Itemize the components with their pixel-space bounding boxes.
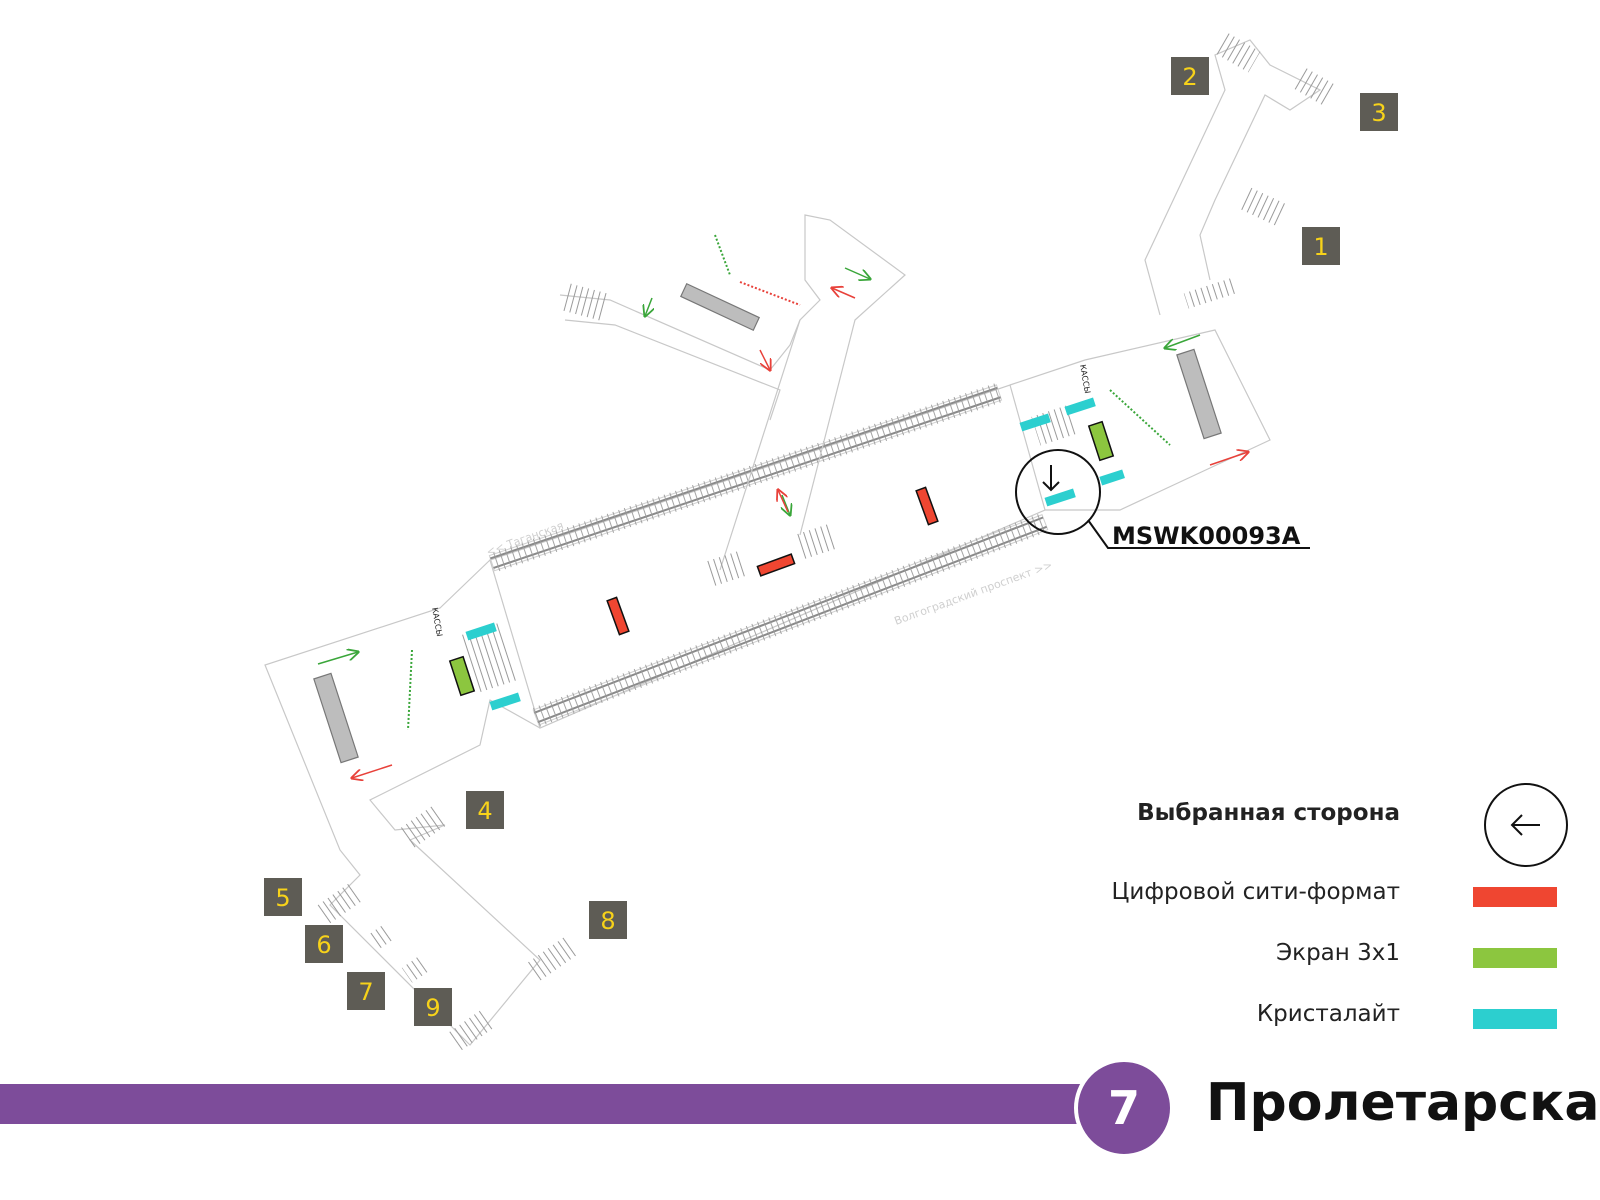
legend-selected-side: Выбранная сторона: [1137, 800, 1400, 826]
svg-text:7: 7: [358, 978, 373, 1006]
arrow-left-icon: [1484, 783, 1568, 867]
vestibule-west: [264, 559, 577, 1053]
svg-text:9: 9: [425, 994, 440, 1022]
legend-label-city-format: Цифровой сити-формат: [1111, 879, 1400, 905]
exit-3[interactable]: 3: [1360, 93, 1398, 131]
track-south: [532, 512, 1049, 727]
svg-text:1: 1: [1313, 233, 1328, 261]
line-number: 7: [1107, 1081, 1140, 1135]
svg-text:3: 3: [1371, 99, 1386, 127]
kassy-west: КАССЫ: [430, 607, 444, 638]
kassy-east: КАССЫ: [1078, 364, 1092, 395]
legend-swatch-screen: [1473, 948, 1557, 968]
legend-label-screen: Экран 3х1: [1276, 940, 1400, 966]
exit-1[interactable]: 1: [1302, 227, 1340, 265]
exit-7[interactable]: 7: [347, 972, 385, 1010]
legend-swatch-city-format: [1473, 887, 1557, 907]
exit-4[interactable]: 4: [466, 791, 504, 829]
exit-2[interactable]: 2: [1171, 57, 1209, 95]
exit-6[interactable]: 6: [305, 925, 343, 963]
exit-5[interactable]: 5: [264, 878, 302, 916]
ad-screen-3x1: [448, 420, 1115, 697]
station-name: Пролетарская: [1206, 1073, 1600, 1133]
svg-text:6: 6: [316, 931, 331, 959]
selected-marker[interactable]: MSWK00093A: [1015, 449, 1310, 550]
svg-text:8: 8: [600, 907, 615, 935]
legend-swatch-crystalite: [1473, 1009, 1557, 1029]
legend-label-crystalite: Кристалайт: [1256, 1001, 1400, 1027]
exit-9[interactable]: 9: [414, 988, 452, 1026]
ad-crystalite: [465, 397, 1125, 711]
exits: 1 2 3 4 5 6 7 8 9: [264, 57, 1398, 1026]
line-badge: 7: [1074, 1058, 1174, 1158]
selected-code: MSWK00093A: [1112, 522, 1301, 550]
svg-text:2: 2: [1182, 63, 1197, 91]
passage-north: [559, 214, 906, 586]
svg-text:4: 4: [477, 797, 492, 825]
svg-text:5: 5: [275, 884, 290, 912]
metro-line-bar: [0, 1084, 1090, 1124]
ad-city-format: [606, 486, 939, 636]
vestibule-east: [1009, 31, 1338, 511]
exit-8[interactable]: 8: [589, 901, 627, 939]
track-north: [488, 383, 1003, 573]
